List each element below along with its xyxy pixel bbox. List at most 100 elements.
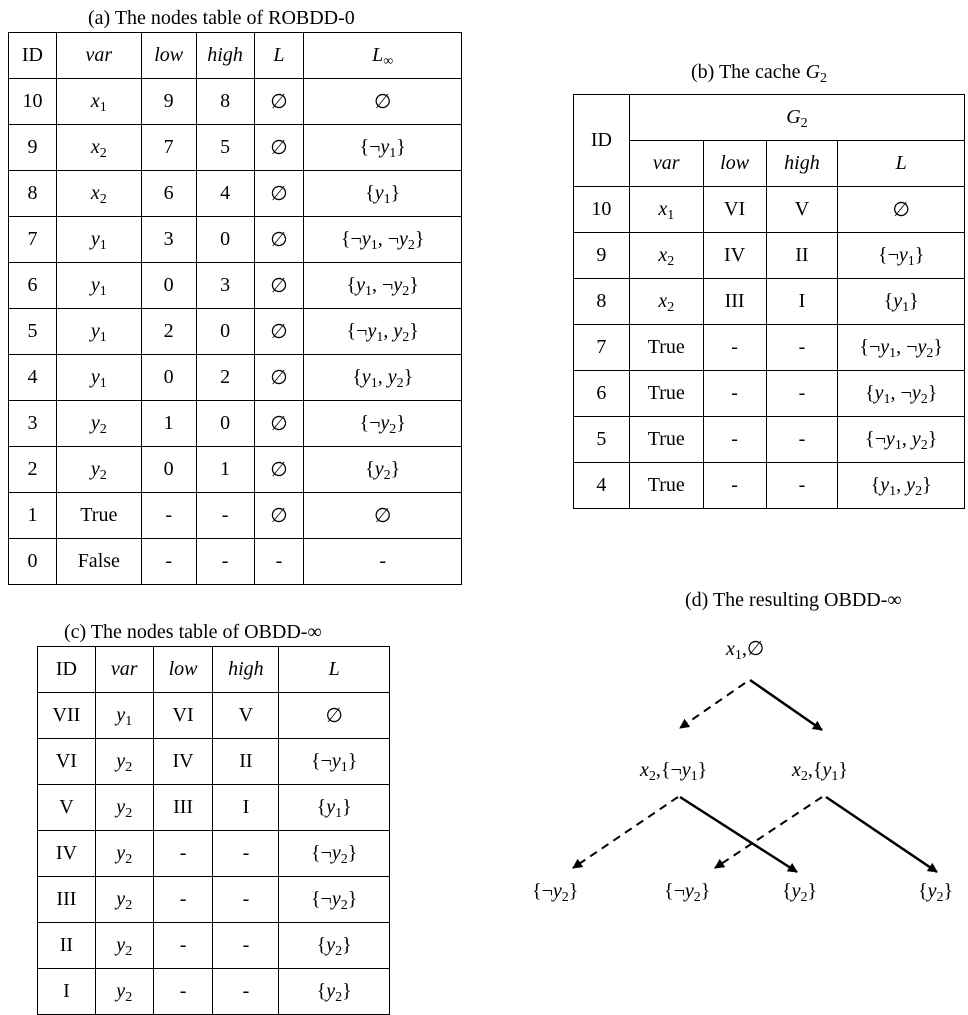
table-a-cell: ∅ — [253, 308, 305, 355]
table-a-cell: - — [253, 538, 305, 585]
table-c-cell: - — [212, 830, 280, 877]
table-c-cell: y2 — [94, 922, 154, 969]
table-a-cell: 3 — [195, 262, 255, 309]
table-a-cell: 4 — [195, 170, 255, 217]
edge-right-low — [714, 796, 823, 869]
table-b-cell: - — [702, 416, 767, 463]
table-a-cell: {y1} — [303, 170, 462, 217]
table-c-col-header: L — [278, 646, 390, 693]
table-a-col-header: ID — [8, 32, 57, 79]
table-a-cell: - — [195, 492, 255, 539]
table-b-cell: 4 — [573, 462, 630, 509]
table-c-cell: VII — [37, 692, 96, 739]
table-b-cell: {¬y1} — [837, 232, 965, 279]
table-a-cell: 10 — [8, 78, 57, 125]
table-c-cell: y2 — [94, 876, 154, 923]
leaf-1: {¬y2} — [532, 880, 579, 905]
table-a-cell: {¬y1, ¬y2} — [303, 216, 462, 263]
table-c-col-header: var — [94, 646, 154, 693]
caption-table-b: (b) The cache G2 — [691, 61, 828, 86]
table-a-cell: y1 — [55, 262, 142, 309]
table-a-cell: ∅ — [303, 492, 462, 539]
table-b-col-header: low — [702, 140, 767, 187]
table-c-cell: I — [212, 784, 280, 831]
table-c-cell: III — [37, 876, 96, 923]
caption-table-c: (c) The nodes table of OBDD-∞ — [64, 621, 322, 643]
table-b-cell: True — [628, 416, 704, 463]
node-root: x1,∅ — [726, 638, 765, 663]
node-left: x2,{¬y1} — [640, 759, 708, 784]
table-c-cell: II — [37, 922, 96, 969]
table-a-cell: 4 — [8, 354, 57, 401]
table-b-id-header: ID — [573, 94, 630, 187]
table-c-cell: VI — [37, 738, 96, 785]
table-b-cell: 10 — [573, 186, 630, 233]
table-a-cell: 5 — [8, 308, 57, 355]
table-c-col-header: low — [152, 646, 214, 693]
table-a-cell: 7 — [140, 124, 197, 171]
table-a-cell: - — [140, 492, 197, 539]
table-b-cell: {¬y1, ¬y2} — [837, 324, 965, 371]
node-right: x2,{y1} — [792, 759, 848, 784]
table-c-cell: V — [212, 692, 280, 739]
table-b-col-header: high — [765, 140, 839, 187]
table-c-cell: {¬y1} — [278, 738, 390, 785]
table-a-cell: {y2} — [303, 446, 462, 493]
table-c-cell: - — [152, 922, 214, 969]
caption-table-a: (a) The nodes table of ROBDD-0 — [88, 7, 355, 29]
caption-diagram-d: (d) The resulting OBDD-∞ — [685, 589, 902, 611]
table-b-cell: - — [765, 462, 839, 509]
table-b-cell: ∅ — [837, 186, 965, 233]
table-b-cell: True — [628, 324, 704, 371]
table-a-cell: 2 — [8, 446, 57, 493]
table-a-cell: 3 — [8, 400, 57, 447]
table-a-cell: y1 — [55, 216, 142, 263]
table-a-cell: y1 — [55, 354, 142, 401]
table-c-cell: {¬y2} — [278, 830, 390, 877]
table-b-cell: x1 — [628, 186, 704, 233]
table-a-cell: 0 — [195, 216, 255, 263]
table-c-cell: {y1} — [278, 784, 390, 831]
table-b-cell: {y1} — [837, 278, 965, 325]
table-c-cell: - — [212, 876, 280, 923]
table-c-cell: y1 — [94, 692, 154, 739]
table-b-cell: 5 — [573, 416, 630, 463]
table-a-cell: False — [55, 538, 142, 585]
table-a-cell: - — [195, 538, 255, 585]
table-b-group-header: G2 — [628, 94, 966, 141]
table-a-cell: ∅ — [253, 216, 305, 263]
edge-left-high — [679, 795, 798, 874]
table-b-cell: 6 — [573, 370, 630, 417]
table-b-cell: {y1, y2} — [837, 462, 965, 509]
table-a-cell: 7 — [8, 216, 57, 263]
table-b-col-header: var — [628, 140, 704, 187]
edge-right-high — [825, 795, 938, 874]
table-a-cell: 6 — [140, 170, 197, 217]
table-a-cell: - — [303, 538, 462, 585]
table-a-cell: ∅ — [253, 78, 305, 125]
table-c-cell: - — [152, 876, 214, 923]
table-a-cell: x2 — [55, 170, 142, 217]
